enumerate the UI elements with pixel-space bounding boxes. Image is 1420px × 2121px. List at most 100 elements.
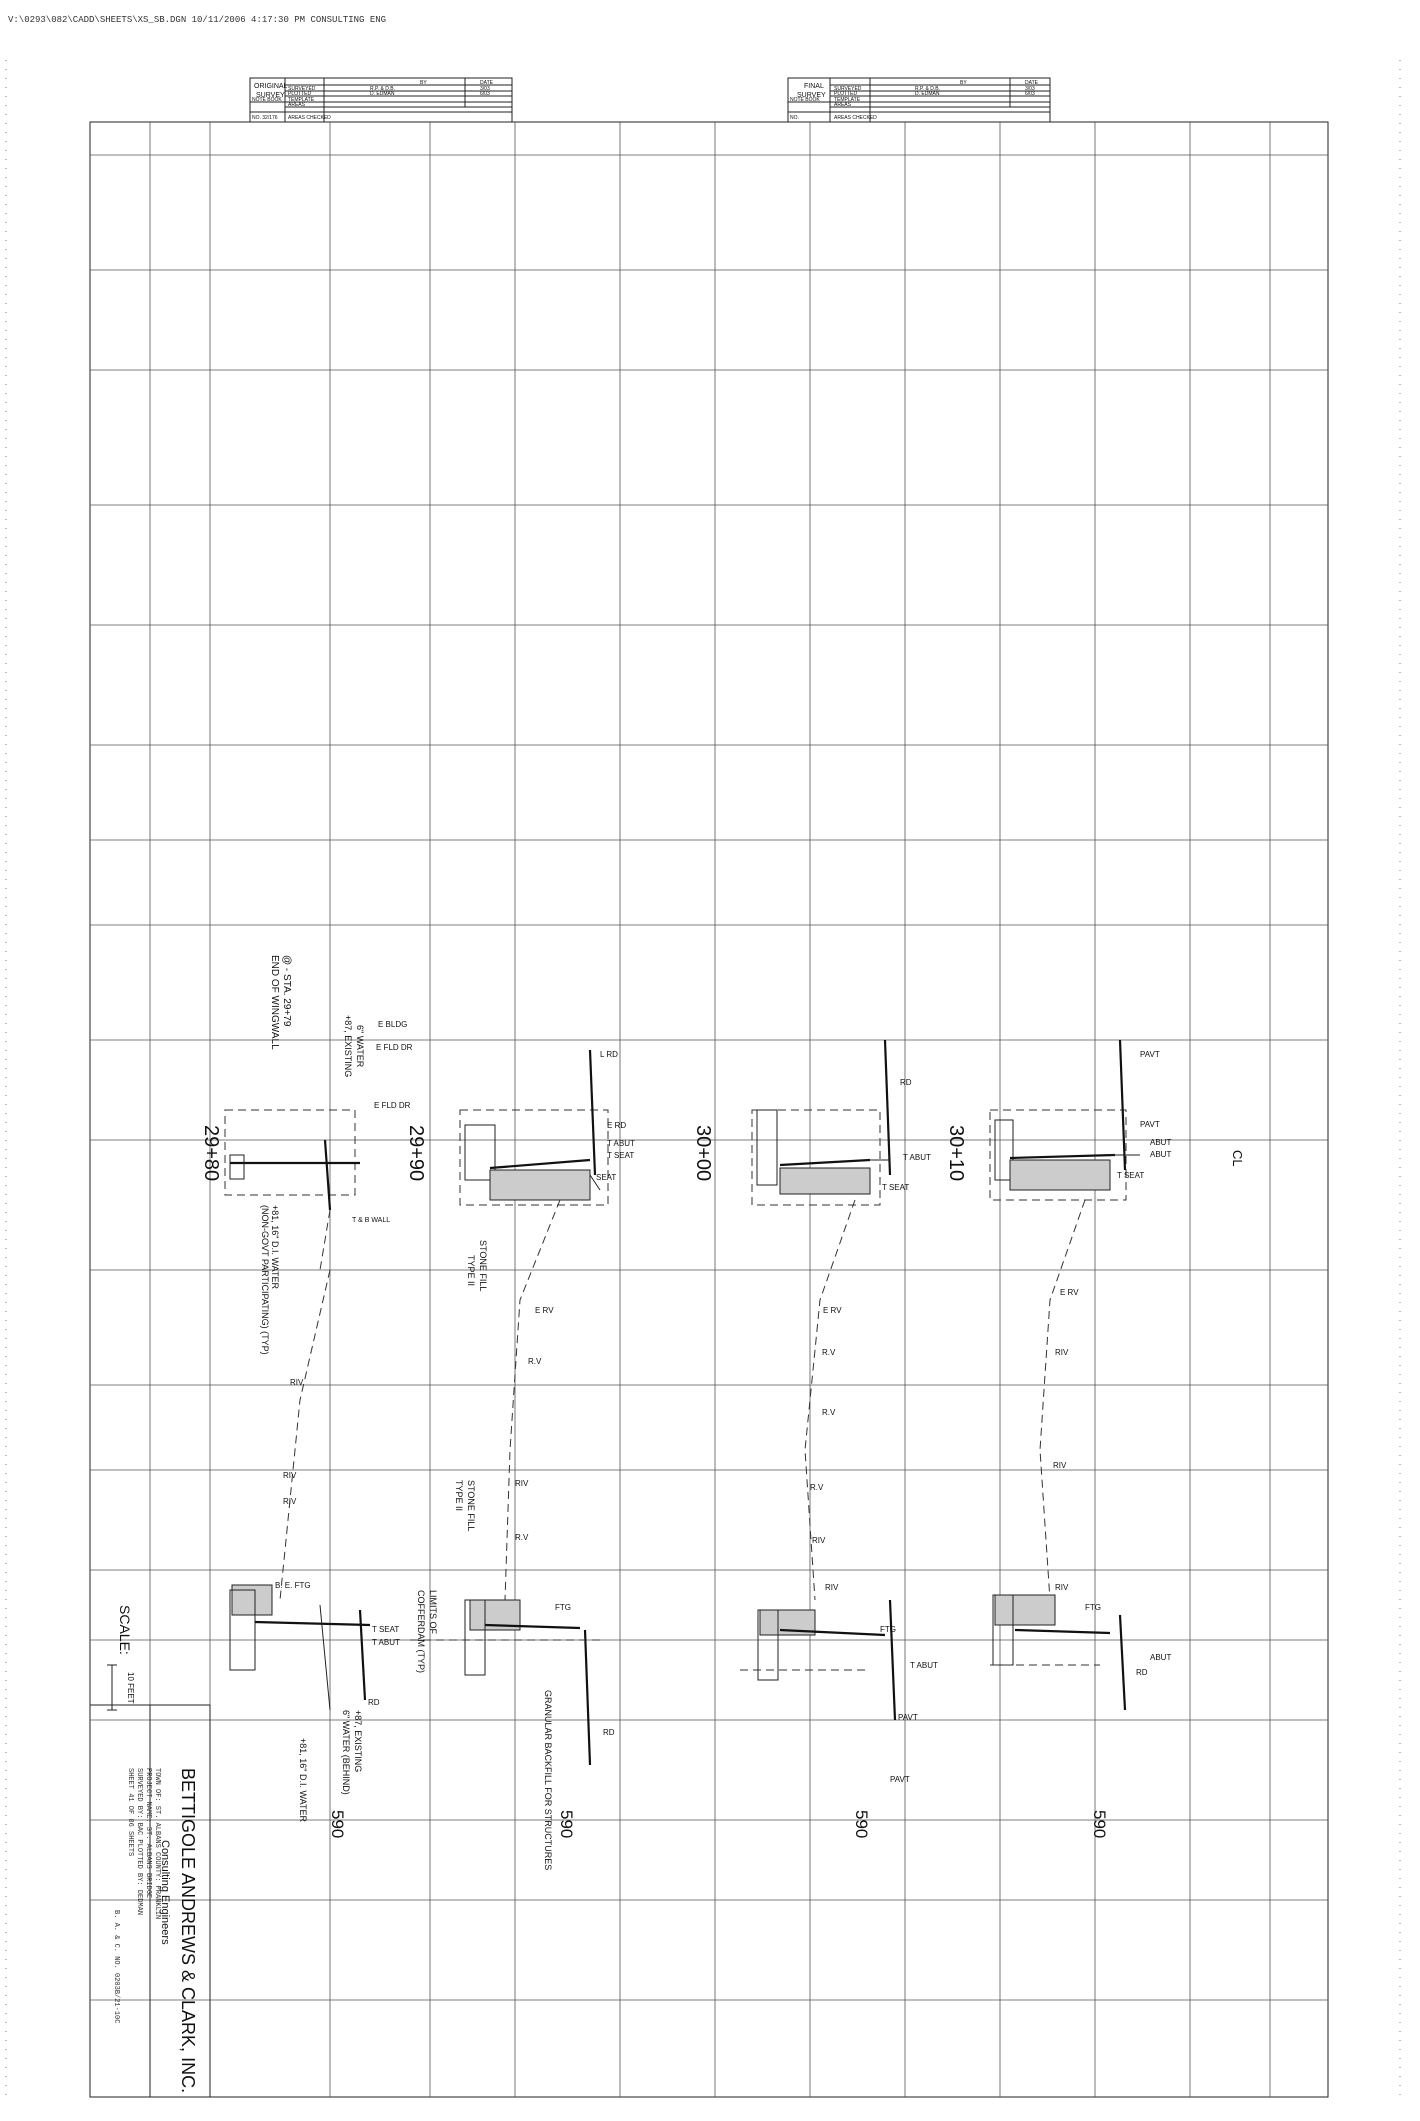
title-info-2: SURVEYED BY: BAC PLOTTED BY: DEDMAN — [135, 1768, 143, 1915]
e-rv-2: E RV — [823, 1306, 842, 1315]
riv-1: RIV — [290, 1378, 304, 1387]
pavt-lower: PAVT — [898, 1713, 918, 1722]
riv-4: RIV — [283, 1497, 297, 1506]
original-title-2: SURVEY — [256, 92, 285, 99]
final-areas-checked-label: AREAS CHECKED — [834, 115, 877, 121]
riv-7: RIV — [812, 1536, 826, 1545]
rv-5: R.V — [515, 1533, 529, 1542]
elevation-590-2: 590 — [557, 1810, 576, 1838]
t-seat-1: T SEAT — [607, 1151, 634, 1160]
water-16-bottom: +81, 16" D.I. WATER — [298, 1738, 308, 1822]
seat-1: SEAT — [596, 1173, 616, 1182]
stone-fill: STONE FILL — [478, 1240, 488, 1291]
pavt-2: PAVT — [1140, 1120, 1160, 1129]
original-surveyed-date: 3/03 — [480, 86, 490, 92]
station-30-00: 30+00 — [692, 1125, 714, 1181]
final-date-label: DATE — [1025, 80, 1039, 86]
t-abut-1: T ABUT — [607, 1139, 635, 1148]
sheet-border — [89, 121, 1329, 2098]
rv-4: R.V — [810, 1483, 824, 1492]
type-ii: TYPE II — [466, 1255, 476, 1286]
station-labels: 29+80 29+90 30+00 30+10 — [200, 1125, 967, 1181]
elevation-590-4: 590 — [1090, 1810, 1109, 1838]
granular-backfill: GRANULAR BACKFILL FOR STRUCTURES — [543, 1690, 553, 1870]
final-areas-label: AREAS — [834, 102, 852, 108]
annotations: END OF WINGWALL @ - STA. 29+79 +87, EXIS… — [260, 955, 1245, 1870]
title-info-3: SHEET 41 OF 86 SHEETS — [126, 1768, 134, 1856]
pavt-1: PAVT — [1140, 1050, 1160, 1059]
rv-3: R.V — [822, 1408, 836, 1417]
final-notebook-label: NOTE BOOK — [790, 97, 820, 103]
e-fld-dr-1: E FLD DR — [376, 1043, 413, 1052]
t-abut-lower: T ABUT — [372, 1638, 400, 1647]
upper-cross-sections — [224, 1039, 1140, 1601]
final-surveyed-label: SURVEYED — [834, 86, 862, 92]
title-info-4: B. A. & C. NO. 0203B/21-10C — [112, 1910, 120, 2023]
final-survey-block: FINAL SURVEY BY DATE SURVEYED R.P. & D.B… — [787, 77, 1051, 123]
edge-marks — [5, 60, 1401, 2100]
station-29-80: 29+80 — [200, 1125, 222, 1181]
scale-bar: SCALE: 10 FEET — [107, 1605, 135, 1711]
t-seat-lower: T SEAT — [372, 1625, 399, 1634]
centerline-symbol: CL — [1230, 1150, 1245, 1167]
ftg-2: FTG — [880, 1625, 896, 1634]
final-no-label: NO. — [790, 115, 799, 121]
company-subtitle: Consulting Engineers — [159, 1840, 171, 1945]
riv-3: RIV — [283, 1471, 297, 1480]
scale-label: SCALE: — [117, 1605, 133, 1655]
title-info-0: TOWN OF: ST. ALBANS COUNTY: FRANKLIN — [153, 1768, 161, 1919]
t-b-wall: T & B WALL — [352, 1217, 390, 1224]
t-seat-3: T SEAT — [1117, 1171, 1144, 1180]
original-notebook-label: NOTE BOOK — [252, 97, 282, 103]
ftg-3: FTG — [1085, 1603, 1101, 1612]
title-block: BETTIGOLE ANDREWS & CLARK, INC. Consulti… — [90, 1704, 211, 2097]
ftg-1: FTG — [555, 1603, 571, 1612]
company-name: BETTIGOLE ANDREWS & CLARK, INC. — [178, 1768, 198, 2093]
final-plotted-by: D. EDMAN — [915, 91, 940, 97]
water-6-behind: 6" WATER (BEHIND) — [341, 1710, 351, 1795]
original-plotted-by: D. EDMAN — [370, 91, 395, 97]
abut-1: ABUT — [1150, 1138, 1171, 1147]
water-6-top: 6" WATER — [355, 1025, 365, 1068]
final-plotted-label: PLOTTED — [834, 91, 857, 97]
rd-lower: RD — [1136, 1668, 1148, 1677]
original-plotted-date: 6/03 — [480, 91, 490, 97]
final-surveyed-date: 3/03 — [1025, 86, 1035, 92]
limits-of: LIMITS OF — [428, 1590, 438, 1635]
rd-label: RD — [900, 1078, 912, 1087]
existing-water-top: +87, EXISTING — [343, 1015, 353, 1077]
non-govt-note: (NON-GOVT PARTICIPATING) (TYP) — [260, 1205, 270, 1355]
final-surveyed-by: R.P. & D.B. — [915, 86, 940, 92]
rd-lower-2: RD — [368, 1698, 380, 1707]
cofferdam: COFFERDAM (TYP) — [416, 1590, 426, 1673]
pavt-lower-2: PAVT — [890, 1775, 910, 1784]
final-title-2: SURVEY — [797, 92, 826, 99]
e-fld-dr-2: E FLD DR — [374, 1101, 411, 1110]
wingwall-station: @ - STA. 29+79 — [281, 955, 292, 1027]
water-16-top: +81, 16" D.I. WATER — [270, 1205, 280, 1289]
grid-lines — [90, 122, 1328, 2097]
stone-fill-2: STONE FILL — [466, 1480, 476, 1531]
t-abut-2: T ABUT — [903, 1153, 931, 1162]
file-path-text: V:\0293\082\CADD\SHEETS\XS_SB.DGN 10/11/… — [8, 15, 386, 25]
elevation-labels: 590 590 590 590 — [328, 1810, 1109, 1838]
final-title-1: FINAL — [804, 83, 824, 90]
scale-text: 10 FEET — [126, 1672, 135, 1704]
rv-2: R.V — [822, 1348, 836, 1357]
original-surveyed-label: SURVEYED — [288, 86, 316, 92]
t-abut-lower-2: T ABUT — [910, 1661, 938, 1670]
t-seat-2: T SEAT — [882, 1183, 909, 1192]
b-e-ftg: B. E. FTG — [275, 1581, 311, 1590]
original-survey-block: ORIGINAL SURVEY BY DATE SURVEYED R.P. & … — [249, 77, 513, 123]
riv-2: RIV — [1055, 1348, 1069, 1357]
title-info-1: PROJECT NAME: ST. ALBANS BRIDGE — [144, 1768, 152, 1898]
original-template-label: TEMPLATE — [288, 97, 315, 103]
elevation-590-3: 590 — [852, 1810, 871, 1838]
original-plotted-label: PLOTTED — [288, 91, 311, 97]
type-ii-2: TYPE II — [454, 1480, 464, 1511]
riv-9: RIV — [1055, 1583, 1069, 1592]
final-template-label: TEMPLATE — [834, 97, 861, 103]
final-by-label: BY — [960, 80, 967, 86]
abut-lower: ABUT — [1150, 1653, 1171, 1662]
